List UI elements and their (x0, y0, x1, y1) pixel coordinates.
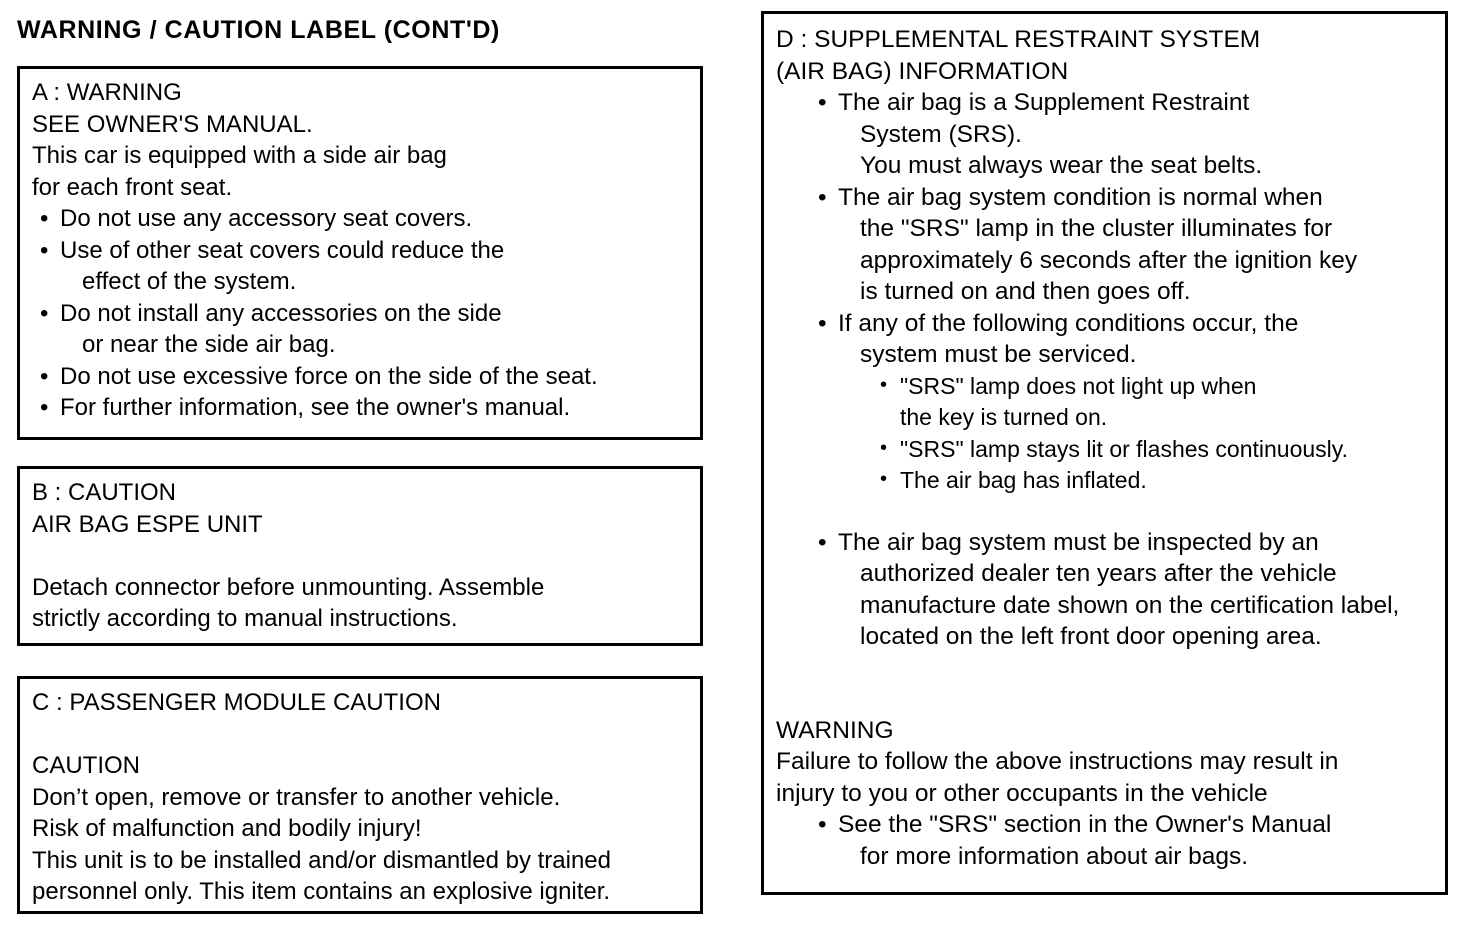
box-d-heading-line-1: D : SUPPLEMENTAL RESTRAINT SYSTEM (776, 26, 1261, 53)
box-a-bullet-2: • Use of other seat covers could reduce … (32, 235, 690, 267)
bullet-dot-icon: • (818, 528, 827, 556)
sub-bullet-dot-icon: • (880, 373, 888, 396)
box-b-subheading: AIR BAG ESPE UNIT (32, 510, 263, 538)
box-d-bullet-4-text-cont-3: located on the left front door opening a… (860, 623, 1322, 650)
bullet-dot-icon: • (818, 309, 827, 337)
box-d-warning-line-1: Failure to follow the above instructions… (776, 748, 1339, 775)
label-box-a-warning: A : WARNING SEE OWNER'S MANUAL. This car… (17, 66, 703, 440)
box-d-heading-line-2: (AIR BAG) INFORMATION (776, 57, 1069, 85)
box-c-spacer (32, 719, 690, 751)
box-a-bullet-3-text-cont: or near the side air bag. (82, 331, 336, 358)
box-c-body-line-2: Risk of malfunction and bodily injury! (32, 815, 422, 842)
box-d-spacer-2 (776, 653, 1435, 715)
box-b-heading: B : CAUTION (32, 479, 177, 506)
sub-bullet-dot-icon: • (880, 468, 888, 490)
box-c-body-line-3: This unit is to be installed and/or dism… (32, 846, 611, 874)
box-a-subheading: SEE OWNER'S MANUAL. (32, 110, 313, 138)
bullet-dot-icon: • (40, 362, 49, 390)
box-a-body-line-2: for each front seat. (32, 173, 233, 201)
box-d-bullet-2-text-cont-3: is turned on and then goes off. (860, 278, 1191, 305)
bullet-dot-icon: • (40, 299, 49, 327)
box-d-sub-bullet-3-text: The air bag has inflated. (900, 467, 1147, 493)
box-a-bullet-4: • Do not use excessive force on the side… (32, 361, 690, 393)
box-b-body-line-2: strictly according to manual instruction… (32, 605, 458, 632)
box-a-bullet-4-text: Do not use excessive force on the side o… (60, 362, 598, 390)
page-title: WARNING / CAUTION LABEL (CONT'D) (17, 16, 500, 44)
sub-bullet-dot-icon: • (880, 436, 888, 459)
bullet-dot-icon: • (818, 89, 827, 116)
label-box-c-passenger-module-caution: C : PASSENGER MODULE CAUTION CAUTION Don… (17, 676, 703, 914)
box-a-bullet-5-text: For further information, see the owner's… (60, 394, 571, 421)
label-box-d-srs-information: D : SUPPLEMENTAL RESTRAINT SYSTEM (AIR B… (761, 11, 1448, 895)
label-box-b-caution: B : CAUTION AIR BAG ESPE UNIT Detach con… (17, 466, 703, 646)
box-a-heading: A : WARNING (32, 79, 182, 106)
bullet-dot-icon: • (40, 394, 49, 421)
box-a-bullet-1-text: Do not use any accessory seat covers. (60, 205, 473, 232)
box-d-bullet-4-text-cont-1: authorized dealer ten years after the ve… (860, 560, 1337, 587)
bullet-dot-icon: • (818, 183, 827, 211)
box-c-body-line-1: Don’t open, remove or transfer to anothe… (32, 783, 561, 811)
box-d-bullet-4-text-cont-2: manufacture date shown on the certificat… (860, 591, 1400, 619)
box-a-bullet-5: • For further information, see the owner… (32, 392, 690, 424)
box-d-warning-bullet-text-cont: for more information about air bags. (860, 842, 1249, 870)
box-a-bullet-3-text: Do not install any accessories on the si… (60, 299, 502, 327)
box-c-body-line-4: personnel only. This item contains an ex… (32, 878, 611, 905)
box-d-bullet-2-text-cont-1: the "SRS" lamp in the cluster illuminate… (860, 215, 1333, 242)
box-c-caution-label: CAUTION (32, 752, 140, 779)
box-d-bullet-2-text-cont-2: approximately 6 seconds after the igniti… (860, 246, 1358, 274)
box-d-bullet-3-text-cont-1: system must be serviced. (860, 341, 1137, 368)
box-d-warning-line-2: injury to you or other occupants in the … (776, 779, 1268, 807)
box-d-bullet-2: • The air bag system condition is normal… (776, 182, 1435, 214)
box-d-sub-bullet-1-text-cont: the key is turned on. (900, 404, 1108, 430)
box-d-bullet-3-text: If any of the following conditions occur… (838, 309, 1299, 337)
box-c-heading: C : PASSENGER MODULE CAUTION (32, 689, 441, 716)
box-d-bullet-1: • The air bag is a Supplement Restraint (776, 87, 1435, 119)
box-d-bullet-1-text: The air bag is a Supplement Restraint (838, 89, 1250, 116)
box-d-bullet-4: • The air bag system must be inspected b… (776, 527, 1435, 559)
box-b-body-line-1: Detach connector before unmounting. Asse… (32, 573, 545, 601)
bullet-dot-icon: • (40, 236, 49, 264)
box-d-sub-bullet-2: • "SRS" lamp stays lit or flashes contin… (776, 434, 1435, 466)
box-d-bullet-3: • If any of the following conditions occ… (776, 308, 1435, 340)
bullet-dot-icon: • (818, 811, 827, 838)
box-d-sub-bullet-3: • The air bag has inflated. (776, 465, 1435, 497)
box-d-warning-heading: WARNING (776, 716, 894, 744)
box-d-bullet-1-text-cont-1: System (SRS). (860, 120, 1022, 148)
box-d-bullet-2-text: The air bag system condition is normal w… (838, 183, 1323, 211)
box-d-sub-bullet-1-text: "SRS" lamp does not light up when (900, 372, 1257, 399)
box-d-warning-bullet: • See the "SRS" section in the Owner's M… (776, 809, 1435, 841)
box-d-sub-bullet-2-text: "SRS" lamp stays lit or flashes continuo… (900, 435, 1348, 462)
box-a-body-line-1: This car is equipped with a side air bag (32, 142, 447, 169)
box-b-spacer (32, 540, 690, 572)
box-d-warning-bullet-text: See the "SRS" section in the Owner's Man… (838, 811, 1332, 838)
box-a-bullet-2-text-cont: effect of the system. (82, 268, 297, 295)
box-a-bullet-2-text: Use of other seat covers could reduce th… (60, 236, 505, 264)
box-d-spacer-1 (776, 497, 1435, 527)
box-d-sub-bullet-1: • "SRS" lamp does not light up when (776, 371, 1435, 403)
box-a-bullet-1: • Do not use any accessory seat covers. (32, 203, 690, 235)
box-a-bullet-3: • Do not install any accessories on the … (32, 298, 690, 330)
box-d-bullet-1-text-cont-2: You must always wear the seat belts. (860, 152, 1263, 179)
bullet-dot-icon: • (40, 205, 49, 232)
box-d-bullet-4-text: The air bag system must be inspected by … (838, 528, 1319, 556)
